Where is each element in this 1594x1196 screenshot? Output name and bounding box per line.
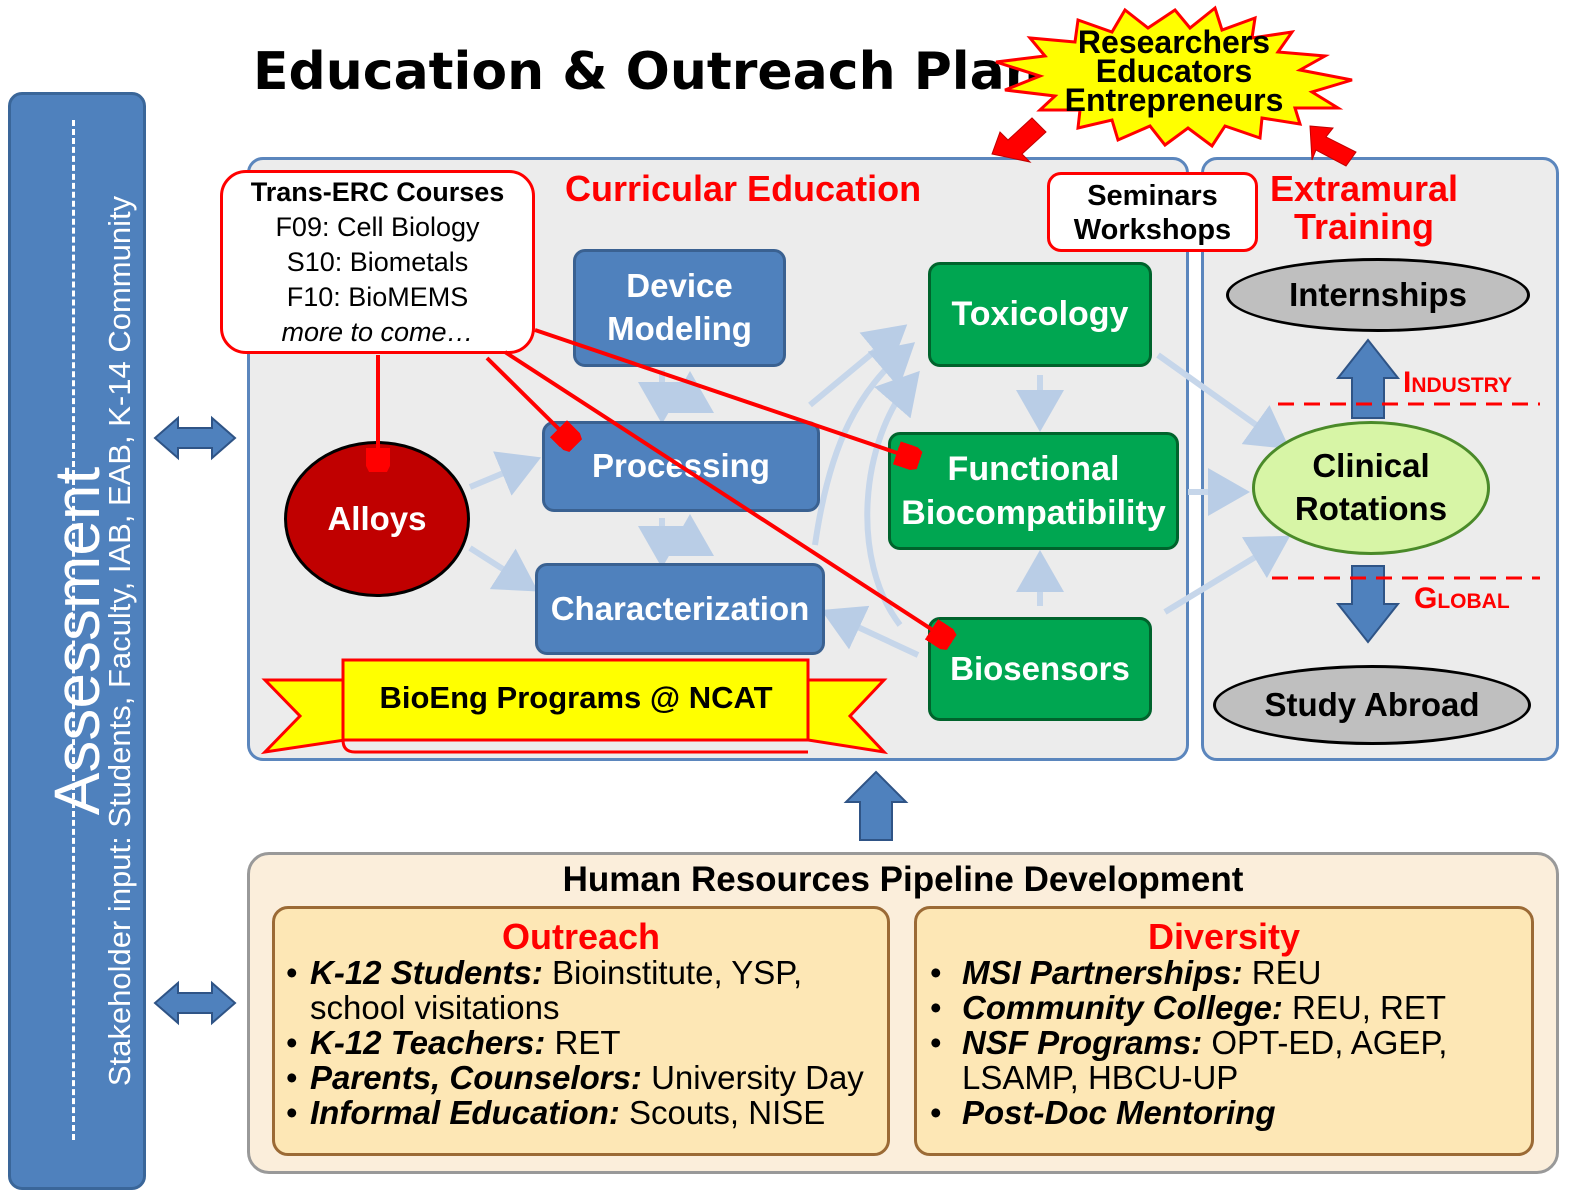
list-item: •Parents, Counselors: University Day bbox=[286, 1059, 864, 1096]
diversity-title: Diversity bbox=[1147, 916, 1301, 957]
burst-arrow-left bbox=[991, 117, 1047, 163]
burst-line: Researchers bbox=[1077, 24, 1271, 60]
outreach-box bbox=[272, 906, 890, 1156]
node-clinical-rotations: Clinical Rotations bbox=[1252, 421, 1490, 555]
extramural-title: Extramural Training bbox=[1269, 168, 1459, 247]
burst-line: Educators bbox=[1095, 53, 1253, 89]
assessment-bar bbox=[8, 92, 146, 1190]
list-item: •K-12 Students: Bioinstitute, YSP, schoo… bbox=[286, 954, 803, 1026]
course-item: F09: Cell Biology bbox=[275, 212, 480, 242]
burst-arrow-right bbox=[1309, 125, 1357, 167]
courses-callout: Trans-ERC Courses F09: Cell Biology S10:… bbox=[220, 170, 535, 354]
course-item: S10: Biometals bbox=[286, 247, 469, 277]
page-title: Education & Outreach Plan bbox=[253, 42, 1042, 102]
seminars-callout: Seminars Workshops bbox=[1047, 172, 1258, 252]
diversity-list: •MSI Partnerships: REU •Community Colleg… bbox=[930, 955, 1530, 1130]
list-item: •K-12 Teachers: RET bbox=[286, 1024, 621, 1061]
global-down-arrow bbox=[1335, 565, 1401, 644]
node-processing: Processing bbox=[542, 421, 820, 512]
diversity-box bbox=[914, 906, 1534, 1156]
node-characterization: Characterization bbox=[535, 563, 825, 655]
courses-more: more to come… bbox=[281, 317, 474, 347]
pipeline-up-arrow bbox=[843, 770, 909, 841]
double-arrow-lower bbox=[153, 980, 237, 1026]
node-biosensors: Biosensors bbox=[928, 617, 1152, 721]
industry-up-arrow bbox=[1335, 338, 1401, 419]
double-arrow-upper bbox=[153, 415, 237, 461]
banner-text: BioEng Programs @ NCAT bbox=[379, 680, 773, 715]
list-item: •NSF Programs: OPT-ED, AGEP, LSAMP, HBCU… bbox=[930, 1024, 1448, 1096]
node-internships: Internships bbox=[1226, 258, 1530, 332]
workshops-line: Workshops bbox=[1073, 214, 1232, 246]
list-item: •Community College: REU, RET bbox=[930, 989, 1447, 1026]
node-alloys: Alloys bbox=[284, 441, 470, 597]
outreach-title: Outreach bbox=[501, 916, 661, 957]
course-item: F10: BioMEMS bbox=[286, 282, 469, 312]
outreach-list: •K-12 Students: Bioinstitute, YSP, schoo… bbox=[286, 955, 886, 1130]
pipeline-title: Human Resources Pipeline Development bbox=[562, 860, 1244, 899]
seminars-line: Seminars bbox=[1087, 180, 1218, 212]
burst-text: Researchers Educators Entrepreneurs bbox=[1005, 24, 1343, 118]
node-toxicology: Toxicology bbox=[928, 262, 1152, 367]
industry-label: Industry bbox=[1403, 366, 1513, 399]
list-item: •MSI Partnerships: REU bbox=[930, 954, 1322, 991]
node-device-modeling: Device Modeling bbox=[573, 249, 786, 367]
list-item: •Post-Doc Mentoring bbox=[930, 1094, 1276, 1131]
banner-ribbon bbox=[260, 658, 889, 755]
node-study-abroad: Study Abroad bbox=[1213, 665, 1531, 745]
curricular-title: Curricular Education bbox=[565, 168, 922, 209]
courses-heading: Trans-ERC Courses bbox=[250, 177, 505, 207]
list-item: •Informal Education: Scouts, NISE bbox=[286, 1094, 826, 1131]
burst-shape bbox=[995, 5, 1353, 149]
assessment-divider bbox=[72, 120, 75, 1140]
burst-line: Entrepreneurs bbox=[1064, 82, 1284, 118]
global-label: Global bbox=[1414, 582, 1510, 615]
node-functional-biocompatibility: Functional Biocompatibility bbox=[888, 432, 1179, 550]
